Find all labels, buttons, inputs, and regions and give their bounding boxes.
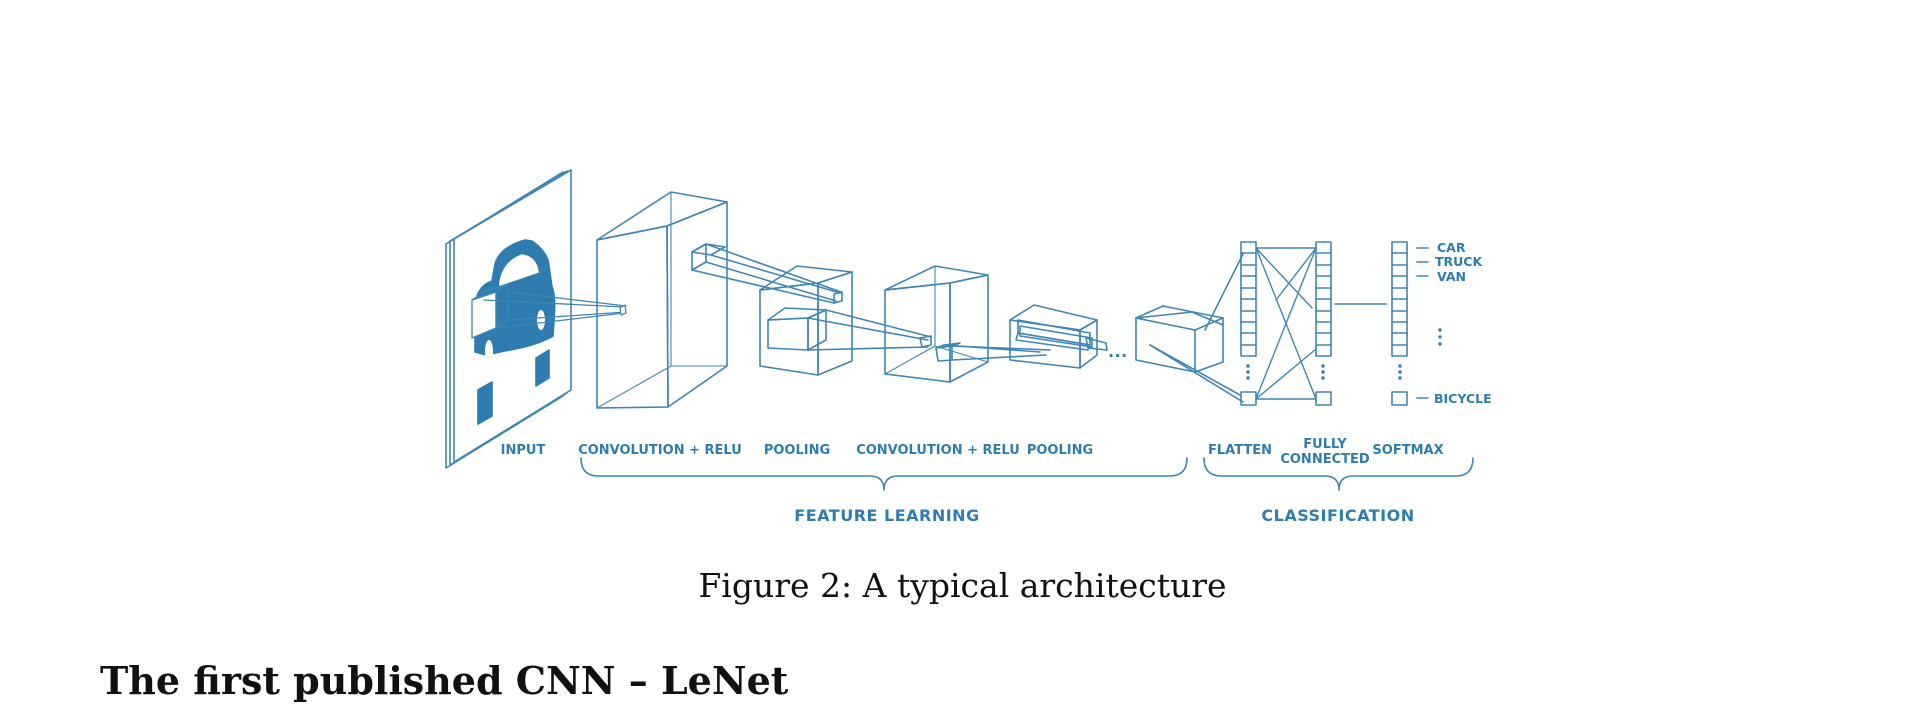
- conv2-volume: [884, 265, 1051, 383]
- stage-label-pool1: POOLING: [764, 443, 830, 458]
- softmax-column: [1391, 241, 1429, 406]
- class-label-van: VAN: [1437, 269, 1466, 284]
- stage-label-softmax: SOFTMAX: [1372, 443, 1443, 458]
- pool1-volume: [759, 265, 932, 376]
- stage-label-flatten: FLATTEN: [1208, 443, 1272, 458]
- input-receptive-field: [471, 283, 627, 339]
- class-label-car: CAR: [1437, 240, 1466, 255]
- stage-label-input: INPUT: [501, 443, 546, 458]
- group-label-classification: CLASSIFICATION: [1261, 506, 1414, 525]
- figure-caption: Figure 2: A typical architecture: [698, 566, 1227, 605]
- stage-label-pool2: POOLING: [1027, 443, 1093, 458]
- stage-label-fc-line2: CONNECTED: [1280, 452, 1370, 467]
- group-label-feature-learning: FEATURE LEARNING: [794, 506, 979, 525]
- class-label-bicycle: BICYCLE: [1434, 391, 1492, 406]
- stage-label-fc-line1: FULLY: [1303, 437, 1347, 452]
- cnn-architecture-diagram: ... INPUT CONVOLUTION + RELU POOLING CON…: [445, 169, 1492, 525]
- fc-column: [1315, 241, 1387, 406]
- flatten-column: [1240, 241, 1257, 406]
- ellipsis-label: ...: [1108, 342, 1128, 361]
- vertical-ellipsis-dots: [1246, 328, 1442, 380]
- fc-connections: [1255, 247, 1317, 400]
- feature-learning-brace: [580, 457, 1188, 491]
- stage-label-conv1: CONVOLUTION + RELU: [578, 443, 742, 458]
- final-feature-volume: [1135, 253, 1244, 403]
- pool2-volume: [1009, 304, 1108, 369]
- stage-label-conv2: CONVOLUTION + RELU: [856, 443, 1020, 458]
- conv1-volume: [596, 191, 843, 409]
- class-label-truck: TRUCK: [1435, 254, 1483, 269]
- classification-brace: [1203, 457, 1474, 491]
- section-heading: The first published CNN – LeNet: [100, 658, 789, 703]
